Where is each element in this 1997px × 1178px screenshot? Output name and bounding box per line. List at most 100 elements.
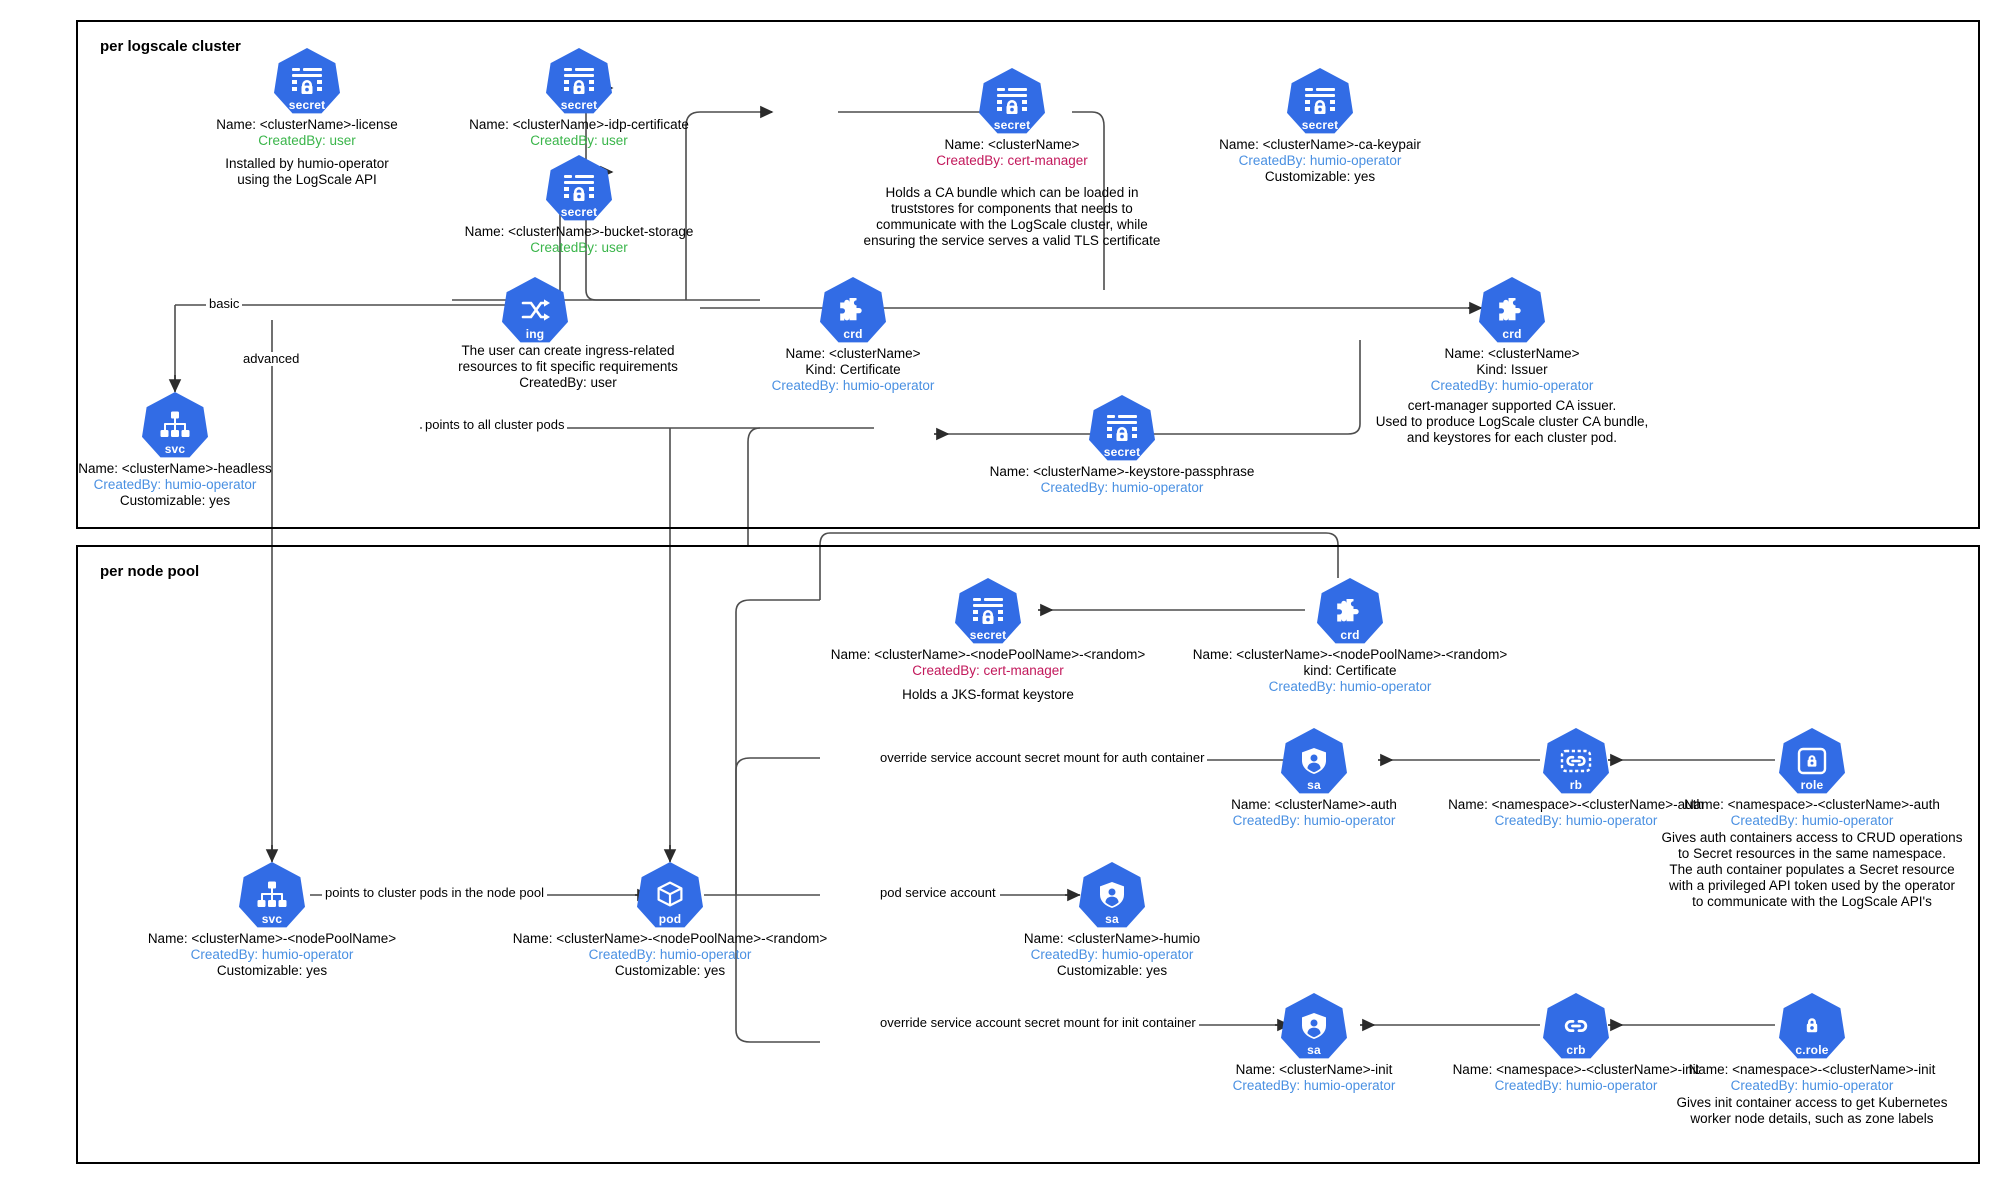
note-jks: Holds a JKS-format keystore <box>902 687 1074 702</box>
node-kind-label: secret <box>993 118 1031 132</box>
node-kind-label: crd <box>1502 327 1522 341</box>
node-customizable: Customizable: yes <box>216 963 328 978</box>
node-created-by: CreatedBy: humio-operator <box>1040 480 1204 495</box>
node-kind-label: svc <box>261 912 283 926</box>
node-name: Name: <clusterName>-idp-certificate <box>469 117 689 132</box>
node-name: Name: <clusterName>-<nodePoolName>-<rand… <box>512 931 828 946</box>
node-name: Name: <clusterName>-keystore-passphrase <box>989 464 1255 479</box>
node-kind-label: sa <box>1307 778 1321 792</box>
panel-title-nodepool: per node pool <box>100 563 200 580</box>
node-caption: Name: <clusterName>-bucket-storage Creat… <box>465 224 694 256</box>
edge-label-basic: basic <box>206 297 243 311</box>
edge-label-override-auth: override service account secret mount fo… <box>877 751 1208 765</box>
node-kind-label: secret <box>1301 118 1339 132</box>
node-caption: Name: <clusterName>-<nodePoolName>-<rand… <box>1193 647 1507 695</box>
node-caption: Name: <namespace>-<clusterName>-auth Cre… <box>1684 797 1940 829</box>
node-kind-label: sa <box>1307 1043 1321 1057</box>
node-caption: Name: <clusterName>-idp-certificate Crea… <box>469 117 689 149</box>
node-caption: Name: <clusterName> Kind: Issuer Created… <box>1431 346 1594 394</box>
node-kind-label: role <box>1800 778 1824 792</box>
note-ca-l1: Holds a CA bundle which can be loaded in <box>885 185 1139 200</box>
node-caption: Name: <clusterName>-<nodePoolName> Creat… <box>148 931 396 979</box>
node-name: Name: <clusterName> <box>944 137 1080 152</box>
node-caption: Name: <clusterName>-headless CreatedBy: … <box>78 461 272 509</box>
note-ing-l1: The user can create ingress-related <box>461 343 675 358</box>
node-kind-label: rb <box>1569 778 1583 792</box>
node-caption: Name: <clusterName>-<nodePoolName>-<rand… <box>513 931 827 979</box>
node-created-by: CreatedBy: humio-operator <box>1030 947 1194 962</box>
note-auth-rbac: Gives auth containers access to CRUD ope… <box>1662 830 1963 910</box>
node-caption: Name: <namespace>-<clusterName>-init Cre… <box>1689 1062 1936 1094</box>
node-created-by: CreatedBy: humio-operator <box>190 947 354 962</box>
node-created-by: CreatedBy: humio-operator <box>1494 1078 1658 1093</box>
node-kind-label: crd <box>1340 628 1360 642</box>
node-kind-line: Kind: Certificate <box>805 362 901 377</box>
node-kind-label: secret <box>560 205 598 219</box>
node-name: Name: <clusterName>-humio <box>1023 931 1201 946</box>
node-name: Name: <clusterName>-ca-keypair <box>1219 137 1421 152</box>
node-customizable: Customizable: yes <box>119 493 231 508</box>
note-ca-l2: truststores for components that needs to <box>891 201 1133 216</box>
note-auth-l3: The auth container populates a Secret re… <box>1669 862 1955 877</box>
edge-label-points-nodepool-pods: points to cluster pods in the node pool <box>322 886 547 900</box>
edge-label-advanced: advanced <box>240 352 303 366</box>
node-kind-label: secret <box>288 98 326 112</box>
node-name: Name: <namespace>-<clusterName>-auth <box>1448 797 1704 812</box>
node-name: Name: <clusterName> <box>1444 346 1580 361</box>
note-auth-l5: to communicate with the LogScale API's <box>1692 894 1932 909</box>
note-license-l1: Installed by humio-operator <box>225 156 389 171</box>
note-init-l2: worker node details, such as zone labels <box>1690 1111 1934 1126</box>
node-kind-label: c.role <box>1795 1043 1829 1057</box>
node-caption: Name: <clusterName>-init CreatedBy: humi… <box>1233 1062 1396 1094</box>
node-caption: Name: <clusterName>-license CreatedBy: u… <box>216 117 398 149</box>
edge-label-points-all-pods: points to all cluster pods <box>422 418 568 432</box>
node-created-by: CreatedBy: humio-operator <box>1268 679 1432 694</box>
note-issuer-l1: cert-manager supported CA issuer. <box>1407 398 1617 413</box>
node-created-by: CreatedBy: cert-manager <box>912 663 1064 678</box>
node-customizable: Customizable: yes <box>1264 169 1376 184</box>
node-created-by: CreatedBy: humio-operator <box>1238 153 1402 168</box>
node-customizable: Customizable: yes <box>614 963 726 978</box>
node-caption: Name: <clusterName> Kind: Certificate Cr… <box>772 346 935 394</box>
node-customizable: Customizable: yes <box>1056 963 1168 978</box>
note-init-l1: Gives init container access to get Kuber… <box>1676 1095 1948 1110</box>
note-ca-l3: communicate with the LogScale cluster, w… <box>876 217 1148 232</box>
node-created-by: CreatedBy: humio-operator <box>1730 1078 1894 1093</box>
node-caption: Name: <clusterName>-keystore-passphrase … <box>990 464 1255 496</box>
node-kind-label: secret <box>560 98 598 112</box>
node-caption: Name: <clusterName>-auth CreatedBy: humi… <box>1231 797 1397 829</box>
note-cluster-secret: Holds a CA bundle which can be loaded in… <box>864 185 1161 249</box>
panel-per-node-pool <box>76 545 1980 1164</box>
node-created-by: CreatedBy: humio-operator <box>1494 813 1658 828</box>
node-kind-label: crb <box>1566 1043 1586 1057</box>
node-created-by: CreatedBy: cert-manager <box>936 153 1088 168</box>
edge-label-override-init: override service account secret mount fo… <box>877 1016 1199 1030</box>
edge-label-pod-service-account: pod service account <box>877 886 999 900</box>
node-kind-label: pod <box>658 912 682 926</box>
node-caption: Name: <namespace>-<clusterName>-auth Cre… <box>1448 797 1704 829</box>
note-auth-l1: Gives auth containers access to CRUD ope… <box>1661 830 1963 845</box>
node-created-by: CreatedBy: humio-operator <box>588 947 752 962</box>
note-auth-l2: to Secret resources in the same namespac… <box>1678 846 1946 861</box>
node-caption: Name: <namespace>-<clusterName>-init Cre… <box>1453 1062 1700 1094</box>
note-ing-l2: resources to fit specific requirements <box>458 359 678 374</box>
node-kind-label: ing <box>525 327 545 341</box>
node-name: Name: <namespace>-<clusterName>-init <box>1688 1062 1936 1077</box>
note-ca-l4: ensuring the service serves a valid TLS … <box>863 233 1161 248</box>
node-name: Name: <clusterName> <box>785 346 921 361</box>
node-name: Name: <clusterName>-bucket-storage <box>464 224 694 239</box>
node-name: Name: <clusterName>-<nodePoolName> <box>147 931 397 946</box>
node-name: Name: <clusterName>-<nodePoolName>-<rand… <box>830 647 1146 662</box>
node-kind-line: Kind: Issuer <box>1476 362 1548 377</box>
node-created-by: CreatedBy: humio-operator <box>1430 378 1594 393</box>
node-name: Name: <clusterName>-license <box>216 117 398 132</box>
note-license-l2: using the LogScale API <box>237 172 377 187</box>
node-kind-label: crd <box>843 327 863 341</box>
node-kind-line: kind: Certificate <box>1303 663 1397 678</box>
note-auth-l4: with a privileged API token used by the … <box>1669 878 1955 893</box>
node-caption: Name: <clusterName>-ca-keypair CreatedBy… <box>1219 137 1421 185</box>
node-name: Name: <namespace>-<clusterName>-auth <box>1684 797 1940 812</box>
node-name: Name: <namespace>-<clusterName>-init <box>1452 1062 1700 1077</box>
node-created-by: CreatedBy: humio-operator <box>1232 1078 1396 1093</box>
